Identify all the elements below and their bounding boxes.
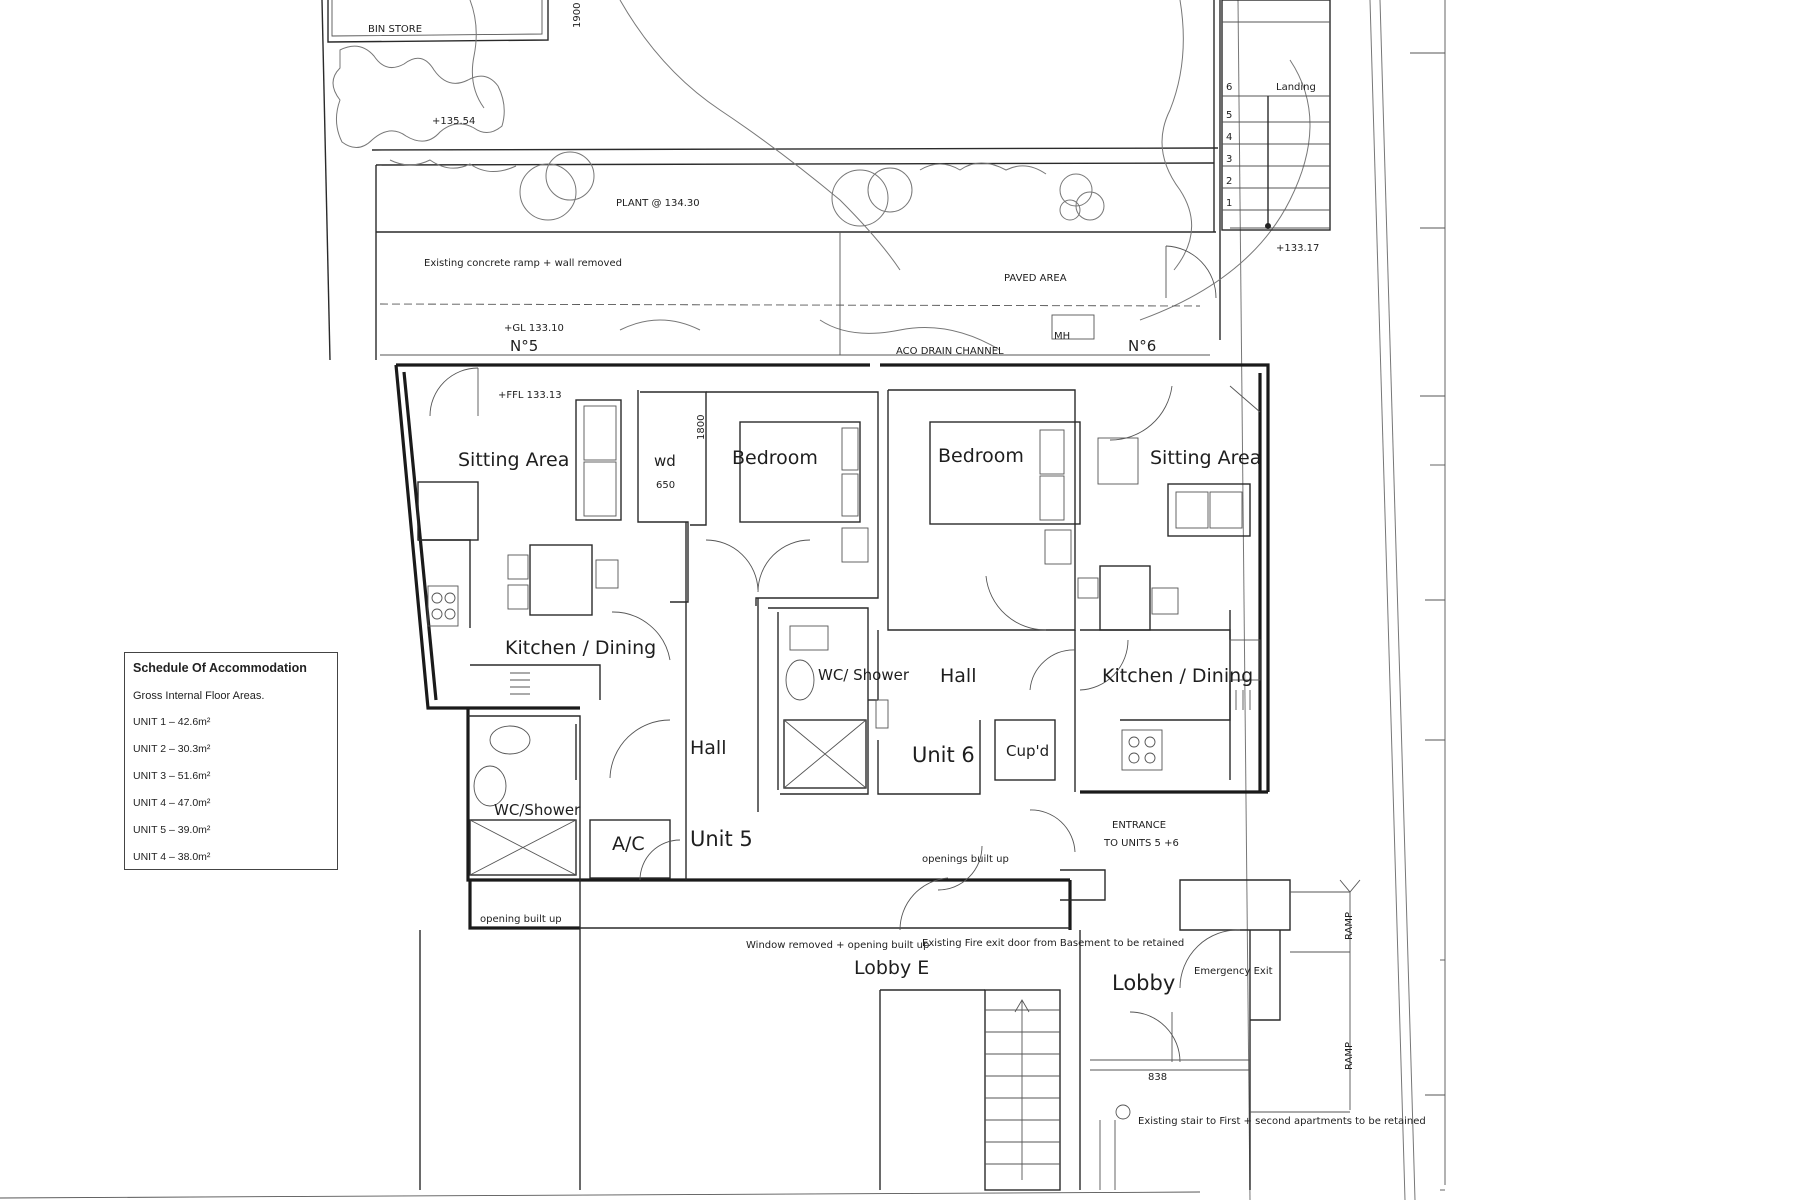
furniture: [417, 367, 1261, 1063]
schedule-title: Schedule Of Accommodation: [133, 661, 307, 675]
building-walls: [0, 363, 1361, 1199]
schedule-row: UNIT 4 – 47.0m²: [133, 797, 211, 809]
room-label-hall-6: Hall: [940, 665, 977, 687]
existing-stair-note: Existing stair to First + second apartme…: [1138, 1116, 1426, 1127]
schedule-row: UNIT 3 – 51.6m²: [133, 770, 211, 782]
room-label-kitchen-dining-6: Kitchen / Dining: [1102, 665, 1253, 687]
manhole-label: MH: [1054, 331, 1070, 342]
landing-label: Landing: [1276, 82, 1316, 93]
room-label-bedroom-5: Bedroom: [732, 447, 818, 469]
ramp-label: RAMP: [1344, 912, 1355, 940]
stair-number: 5: [1226, 110, 1232, 121]
room-label-kitchen-dining-5: Kitchen / Dining: [505, 637, 656, 659]
level-label: +135.54: [432, 116, 475, 127]
ramp-label: RAMP: [1344, 1042, 1355, 1070]
stair-number-labels: 6 5 4 3 2 1: [1226, 82, 1232, 209]
schedule-row: UNIT 1 – 42.6m²: [133, 716, 211, 728]
stair-number: 6: [1226, 82, 1232, 93]
schedule-row: UNIT 2 – 30.3m²: [133, 743, 211, 755]
plant-label: PLANT @ 134.30: [616, 198, 700, 209]
dim-label: 1900: [572, 3, 583, 28]
dim-label: 650: [656, 480, 675, 491]
ffl-label: +FFL 133.13: [498, 390, 562, 401]
dim-label: 838: [1148, 1072, 1167, 1083]
emergency-exit-label: Emergency Exit: [1194, 966, 1273, 977]
room-label-wc-shower-5: WC/Shower: [494, 801, 581, 819]
opening-note: opening built up: [480, 914, 562, 925]
entrance-label-2: TO UNITS 5 +6: [1103, 838, 1179, 849]
bin-store-label: BIN STORE: [368, 24, 422, 35]
unit-5-marker: N°5: [510, 337, 538, 355]
stair-number: 1: [1226, 198, 1232, 209]
wardrobe-label: wd: [654, 452, 676, 470]
room-label-wc-shower-6: WC/ Shower: [818, 666, 910, 684]
schedule-subtitle: Gross Internal Floor Areas.: [133, 690, 265, 702]
room-label-bedroom-6: Bedroom: [938, 445, 1024, 467]
room-label-unit-6: Unit 6: [912, 743, 975, 767]
entrance-label: ENTRANCE: [1112, 820, 1166, 831]
fire-exit-note: Existing Fire exit door from Basement to…: [922, 938, 1184, 949]
schedule-of-accommodation-box: Schedule Of Accommodation Gross Internal…: [124, 652, 338, 870]
schedule-row: UNIT 4 – 38.0m²: [133, 851, 211, 863]
schedule-row: UNIT 5 – 39.0m²: [133, 824, 211, 836]
level-label: +133.17: [1276, 243, 1319, 254]
room-label-cupboard: Cup'd: [1006, 742, 1049, 760]
dim-label: 1800: [696, 415, 707, 440]
ground-level-label: +GL 133.10: [504, 323, 564, 334]
room-label-sitting-area-6: Sitting Area: [1150, 447, 1261, 469]
room-text: Sitting Area wd 650 1800 Bedroom Bedroom…: [458, 415, 1426, 1127]
stair-number: 3: [1226, 154, 1232, 165]
room-label-unit-5: Unit 5: [690, 827, 753, 851]
existing-ramp-note: Existing concrete ramp + wall removed: [424, 258, 622, 269]
room-label-ac: A/C: [612, 833, 645, 855]
room-label-sitting-area-5: Sitting Area: [458, 449, 569, 471]
room-label-hall-5: Hall: [690, 737, 727, 759]
unit-6-marker: N°6: [1128, 337, 1156, 355]
openings-note: openings built up: [922, 854, 1009, 865]
stair-number: 2: [1226, 176, 1232, 187]
stair-number: 4: [1226, 132, 1232, 143]
site-outline: [321, 0, 1446, 1200]
window-removed-note: Window removed + opening built up: [746, 940, 929, 951]
site-text: BIN STORE 1900 +135.54 Landing PLANT @ 1…: [368, 3, 1319, 401]
aco-drain-label: ACO DRAIN CHANNEL: [896, 346, 1004, 357]
room-label-lobby: Lobby: [1112, 971, 1175, 995]
room-label-lobby-e: Lobby E: [854, 957, 929, 979]
paved-area-label: PAVED AREA: [1004, 273, 1067, 284]
